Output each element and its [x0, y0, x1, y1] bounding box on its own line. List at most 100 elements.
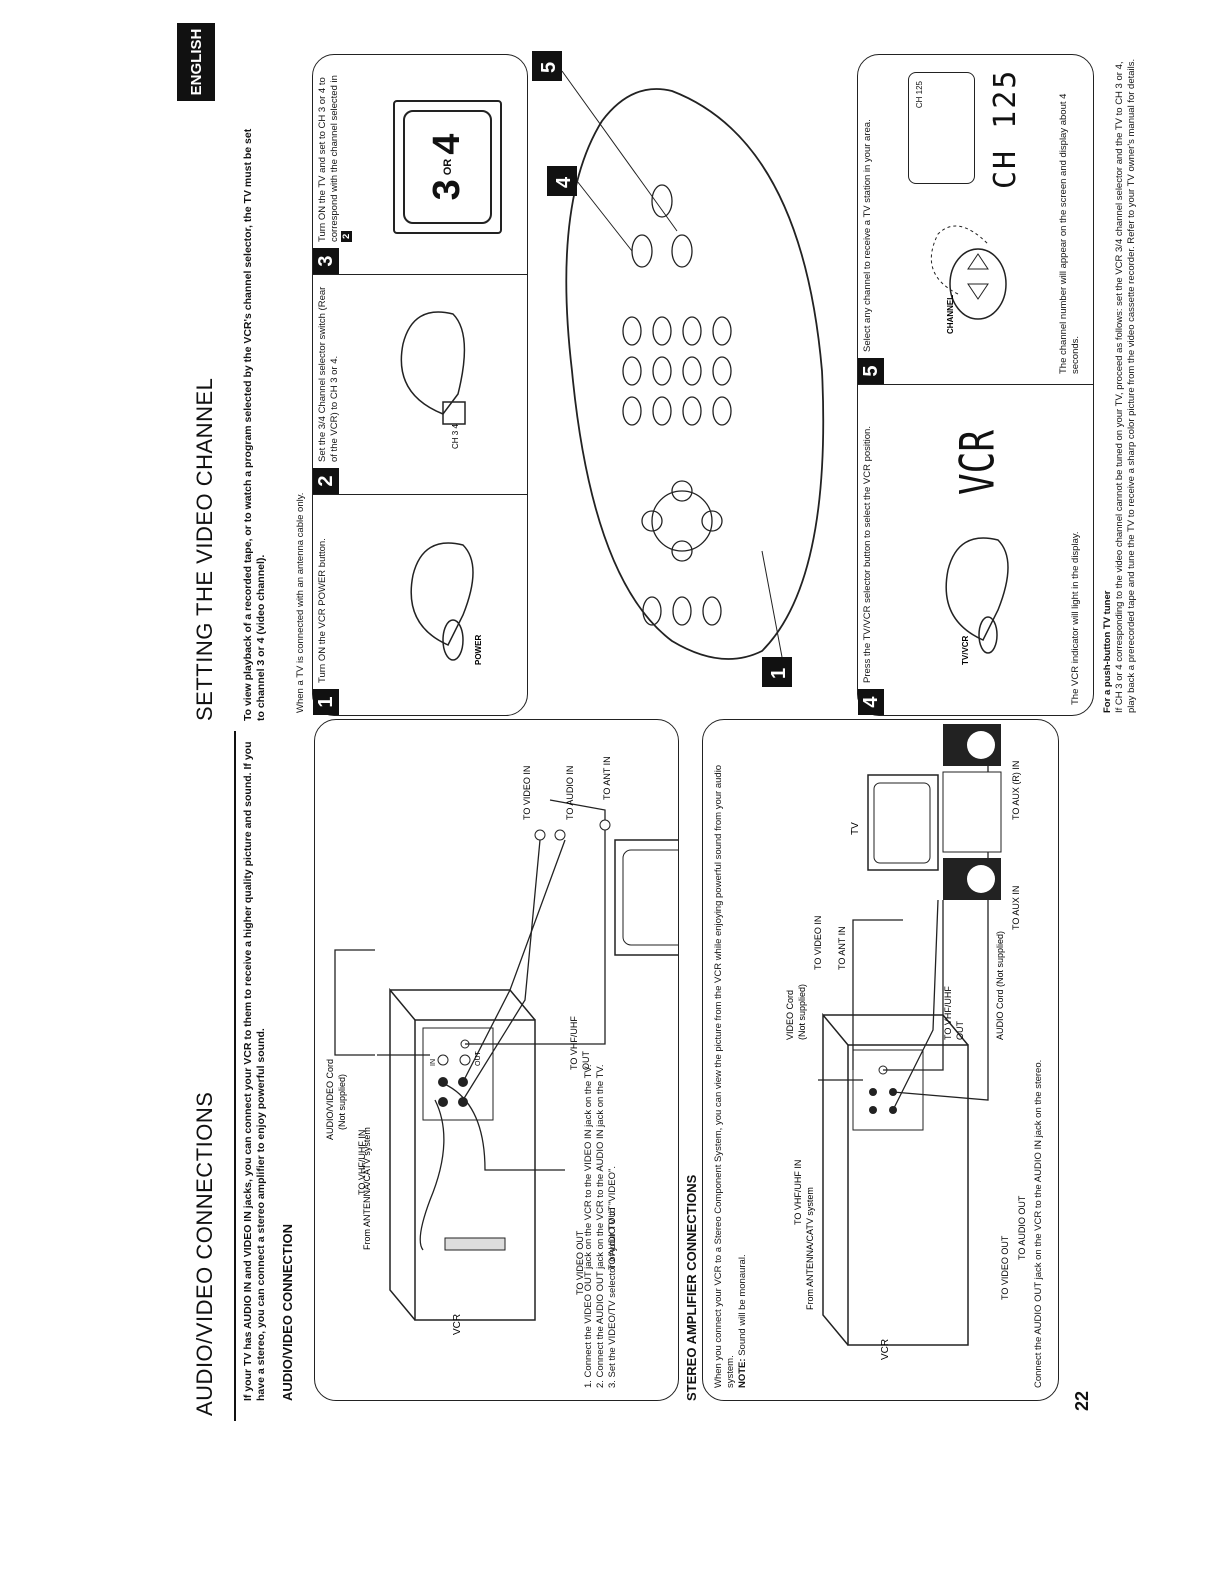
label-video-in: TO VIDEO IN	[522, 766, 532, 820]
tv-unit-stereo	[867, 774, 939, 871]
step-4-text: Press the TV/VCR selector button to sele…	[862, 426, 873, 683]
page-number: 22	[1072, 1390, 1092, 1411]
tv-ch-3: 3	[426, 179, 468, 201]
stereo-bottom-text: Connect the AUDIO OUT jack on the VCR to…	[1033, 1059, 1044, 1388]
step-3-text-body: Turn ON the TV and set to CH 3 or 4 to c…	[317, 75, 340, 242]
power-label: POWER	[474, 635, 483, 665]
step-4-foot: The VCR indicator will light in the disp…	[1070, 531, 1081, 705]
stereo-aux-l: TO AUX IN	[1011, 886, 1021, 930]
label-from-antenna: From ANTENNA/CATV system	[362, 1127, 372, 1250]
stereo-audio-cord: AUDIO Cord (Not supplied)	[995, 931, 1005, 1040]
vcr-unit	[389, 987, 536, 1321]
remote-callout-1	[762, 657, 792, 687]
label-audio-out: TO AUDIO OUT	[607, 1205, 617, 1270]
stereo-out: OUT	[955, 1021, 965, 1041]
vcr-display: VCR	[951, 429, 1006, 495]
step-3-number: 3	[313, 248, 339, 274]
label-audio-in: TO AUDIO IN	[565, 766, 575, 820]
stereo-diagram-box: When you connect your VCR to a Stereo Co…	[702, 719, 1059, 1401]
remote-control-illustration: 1 4 5	[532, 51, 825, 687]
antenna-note: When a TV is connected with an antenna c…	[295, 492, 306, 713]
label-vcr: VCR	[452, 1314, 463, 1335]
tv-unit	[614, 839, 678, 956]
rotated-page: AUDIO/VIDEO CONNECTIONS If your TV has A…	[172, 21, 1172, 1421]
label-out: OUT	[581, 1051, 591, 1071]
title-rule	[234, 731, 236, 1421]
av-intro: If your TV has AUDIO IN and VIDEO IN jac…	[242, 741, 267, 1401]
vcr-unit-stereo	[822, 1012, 969, 1346]
step-5-panel: 5 Select any channel to receive a TV sta…	[858, 54, 1093, 385]
label-cord: AUDIO/VIDEO Cord	[325, 1059, 335, 1140]
stereo-video-in: TO VIDEO IN	[813, 916, 823, 970]
callout-4-text: 4	[553, 176, 575, 188]
channel-label: CHANNEL	[946, 295, 955, 334]
step-5-text: Select any channel to receive a TV stati…	[862, 119, 873, 352]
step-3-panel: 3 Turn ON the TV and set to CH 3 or 4 to…	[313, 54, 527, 275]
ch125-display: CH 125	[988, 68, 1023, 189]
ch-switch-illustration: CH 3 4	[400, 311, 466, 449]
stereo-vhf-out: TO VHF/UHF	[943, 986, 953, 1040]
av-heading: AUDIO/VIDEO CONNECTION	[280, 1224, 295, 1401]
tv-screen-ch125: CH 125	[908, 72, 975, 184]
remote-callout-4	[547, 166, 577, 196]
step-1-number: 1	[313, 689, 339, 715]
stereo-tv-label: TV	[850, 822, 861, 835]
step-3-text: Turn ON the TV and set to CH 3 or 4 to c…	[317, 62, 353, 242]
label-vhf-out: TO VHF/UHF	[569, 1016, 579, 1070]
jack-label-out: OUT	[475, 1051, 482, 1067]
step-1-panel: 1 Turn ON the VCR POWER button. POWER	[313, 495, 527, 715]
channel-intro: To view playback of a recorded tape, or …	[242, 128, 267, 721]
pushbutton-text: If CH 3 or 4 corresponding to the video …	[1114, 58, 1137, 713]
page-title-channel: SETTING THE VIDEO CHANNEL	[192, 377, 217, 721]
av-step-3: 3. Set the VIDEO/TV selector of your TV …	[607, 1166, 618, 1388]
pushbutton-heading: For a push-button TV tuner	[1102, 590, 1113, 713]
label-vhf-in: TO VHF/UHF IN	[357, 1130, 367, 1195]
stereo-vcr-label: VCR	[880, 1339, 891, 1360]
step-2-number: 2	[313, 468, 339, 494]
tv-ch-4: 4	[426, 133, 468, 155]
step-4-number: 4	[858, 689, 884, 715]
av-step-1: 1. Connect the VIDEO OUT jack on the VCR…	[583, 1064, 594, 1388]
step-4-panel: 4 Press the TV/VCR selector button to se…	[858, 385, 1093, 715]
tvvcr-hand-illustration: TV/VCR	[945, 537, 1009, 665]
remote-callout-5	[532, 51, 562, 81]
stereo-video-cord: VIDEO Cord	[785, 990, 795, 1040]
stereo-from-antenna: From ANTENNA/CATV system	[805, 1187, 815, 1310]
av-step-2: 2. Connect the AUDIO OUT jack on the VCR…	[595, 1064, 606, 1388]
page-title-av: AUDIO/VIDEO CONNECTIONS	[192, 1091, 217, 1416]
label-video-out: TO VIDEO OUT	[575, 1230, 585, 1295]
step-2-text: Set the 3/4 Channel selector switch (Rea…	[317, 286, 340, 462]
callout-1-text: 1	[768, 668, 790, 679]
screen-ch-text: CH 125	[915, 81, 924, 109]
stereo-ant-in: TO ANT IN	[837, 926, 847, 970]
step-3-ref: 2	[341, 230, 352, 242]
stereo-not-supplied: (Not supplied)	[797, 984, 807, 1040]
steps-1-3-box: 1 Turn ON the VCR POWER button. POWER 2 …	[312, 54, 528, 716]
callout-5-text: 5	[538, 62, 560, 73]
channel-hand-illustration: CHANNEL	[930, 225, 1007, 334]
av-connection-diagram: From ANTENNA/CATV system TO VHF/UHF IN A…	[325, 756, 678, 1335]
av-diagram-box: From ANTENNA/CATV system TO VHF/UHF IN A…	[314, 719, 679, 1401]
power-hand-illustration: POWER	[410, 542, 483, 665]
stereo-video-out: TO VIDEO OUT	[1000, 1235, 1010, 1300]
step-5-number: 5	[858, 358, 884, 384]
stereo-system	[942, 724, 1002, 900]
tvvcr-label: TV/VCR	[961, 635, 970, 665]
language-tab: ENGLISH	[177, 23, 215, 101]
step-2-panel: 2 Set the 3/4 Channel selector switch (R…	[313, 274, 527, 495]
stereo-audio-out: TO AUDIO OUT	[1017, 1195, 1027, 1260]
stereo-vhf-in: TO VHF/UHF IN	[793, 1160, 803, 1225]
stereo-heading: STEREO AMPLIFIER CONNECTIONS	[684, 1174, 699, 1401]
pushbutton-section: For a push-button TV tuner If CH 3 or 4 …	[1102, 53, 1138, 713]
step-1-text: Turn ON the VCR POWER button.	[317, 538, 328, 683]
av-steps: 1. Connect the VIDEO OUT jack on the VCR…	[583, 768, 619, 1388]
jack-label-in: IN	[430, 1059, 437, 1066]
label-ant-in: TO ANT IN	[602, 756, 612, 800]
step-5-foot: The channel number will appear on the sc…	[1058, 93, 1081, 374]
stereo-aux-r: TO AUX (R) IN	[1011, 761, 1021, 820]
vcr-jack-panel	[422, 1027, 494, 1121]
tv-screen-illustration: 3 OR 4	[393, 100, 502, 234]
stereo-connection-diagram: From ANTENNA/CATV system TO VHF/UHF IN V…	[785, 724, 1027, 1360]
steps-4-5-box: 4 Press the TV/VCR selector button to se…	[857, 54, 1094, 716]
label-not-supplied: (Not supplied)	[337, 1074, 347, 1130]
